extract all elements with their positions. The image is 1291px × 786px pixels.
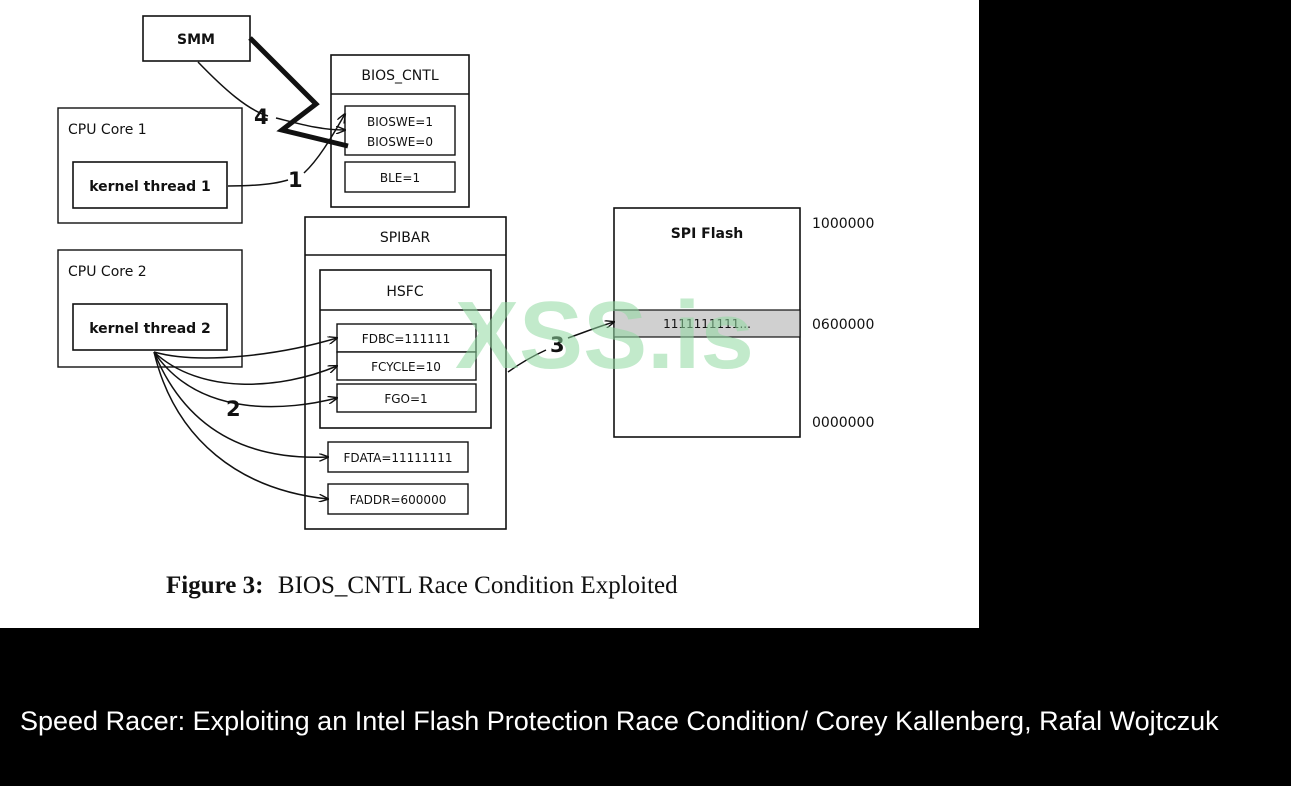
caption-text: BIOS_CNTL Race Condition Exploited [278,572,678,599]
flash-data-label: 1111111111... [663,317,751,331]
spi-flash-box: SPI Flash 1111111111... [613,207,801,438]
fdata-register [327,441,469,473]
bioswe-register [344,105,456,156]
fcycle-register [336,351,477,381]
arrow-2-to-faddr [153,351,328,499]
fgo-label: FGO=1 [384,392,427,406]
step-3-label: 3 [550,333,565,357]
hsfc-label: HSFC [386,284,423,300]
arrow-4-from-smm [197,61,269,117]
step-4-label: 4 [254,105,269,129]
smm-label: SMM [177,32,215,48]
step-1-label: 1 [288,168,303,192]
figure-panel: SMM BIOS_CNTL BIOSWE=1 BIOSWE=0 BLE=1 CP… [0,0,979,628]
arrow-1-to-bioswe [303,114,345,174]
step-2-label: 2 [226,397,241,421]
arrow-2-to-fgo [153,351,337,408]
kernel-thread-2-label: kernel thread 2 [89,321,211,337]
ble-register [344,161,456,193]
bios-cntl-label: BIOS_CNTL [361,68,438,84]
arrow-4-to-bioswe [275,117,345,130]
arrow-2-to-fcycle [153,351,337,385]
fdbc-register [336,323,477,353]
race-condition-diagram: SMM BIOS_CNTL BIOSWE=1 BIOSWE=0 BLE=1 CP… [57,15,874,599]
arrow-1-from-thread [227,179,289,187]
bioswe-1-label: BIOSWE=1 [367,115,433,129]
arrow-3-from-spibar [507,349,547,373]
cpu-core-1-box: CPU Core 1 kernel thread 1 [57,107,243,224]
fdata-label: FDATA=11111111 [344,451,453,465]
kernel-thread-1-label: kernel thread 1 [89,179,211,195]
xss-watermark: XSS.is [455,282,754,389]
arrow-2-to-fdata [153,351,328,457]
arrow-2-to-fdbc [153,338,337,359]
address-bottom: 0000000 [812,415,874,431]
bios-cntl-box: BIOS_CNTL BIOSWE=1 BIOSWE=0 BLE=1 [330,54,470,208]
slide-footer-citation: Speed Racer: Exploiting an Intel Flash P… [20,706,1219,736]
address-top: 1000000 [812,216,874,232]
kernel-thread-1-box [72,161,228,209]
ble-label: BLE=1 [380,171,420,185]
cpu-core-2-label: CPU Core 2 [68,264,147,280]
figure-caption: Figure 3: BIOS_CNTL Race Condition Explo… [166,572,678,599]
address-middle: 0600000 [812,317,874,333]
smm-box: SMM [142,15,251,62]
spibar-label: SPIBAR [380,230,431,246]
spi-flash-label: SPI Flash [671,226,744,242]
spibar-box: SPIBAR HSFC FDBC=111111 FCYCLE=10 FGO=1 … [304,216,507,530]
arrow-3-to-flash [567,322,614,339]
cpu-core-1-label: CPU Core 1 [68,122,147,138]
cpu-core-2-box: CPU Core 2 kernel thread 2 [57,249,243,368]
fcycle-label: FCYCLE=10 [371,360,441,374]
caption-prefix: Figure 3: [166,572,263,599]
kernel-thread-2-box [72,303,228,351]
fdbc-label: FDBC=111111 [362,332,450,346]
faddr-label: FADDR=600000 [350,493,447,507]
smi-lightning-bolt [248,36,349,149]
bioswe-0-label: BIOSWE=0 [367,135,433,149]
hsfc-box: HSFC FDBC=111111 FCYCLE=10 FGO=1 [319,269,492,429]
